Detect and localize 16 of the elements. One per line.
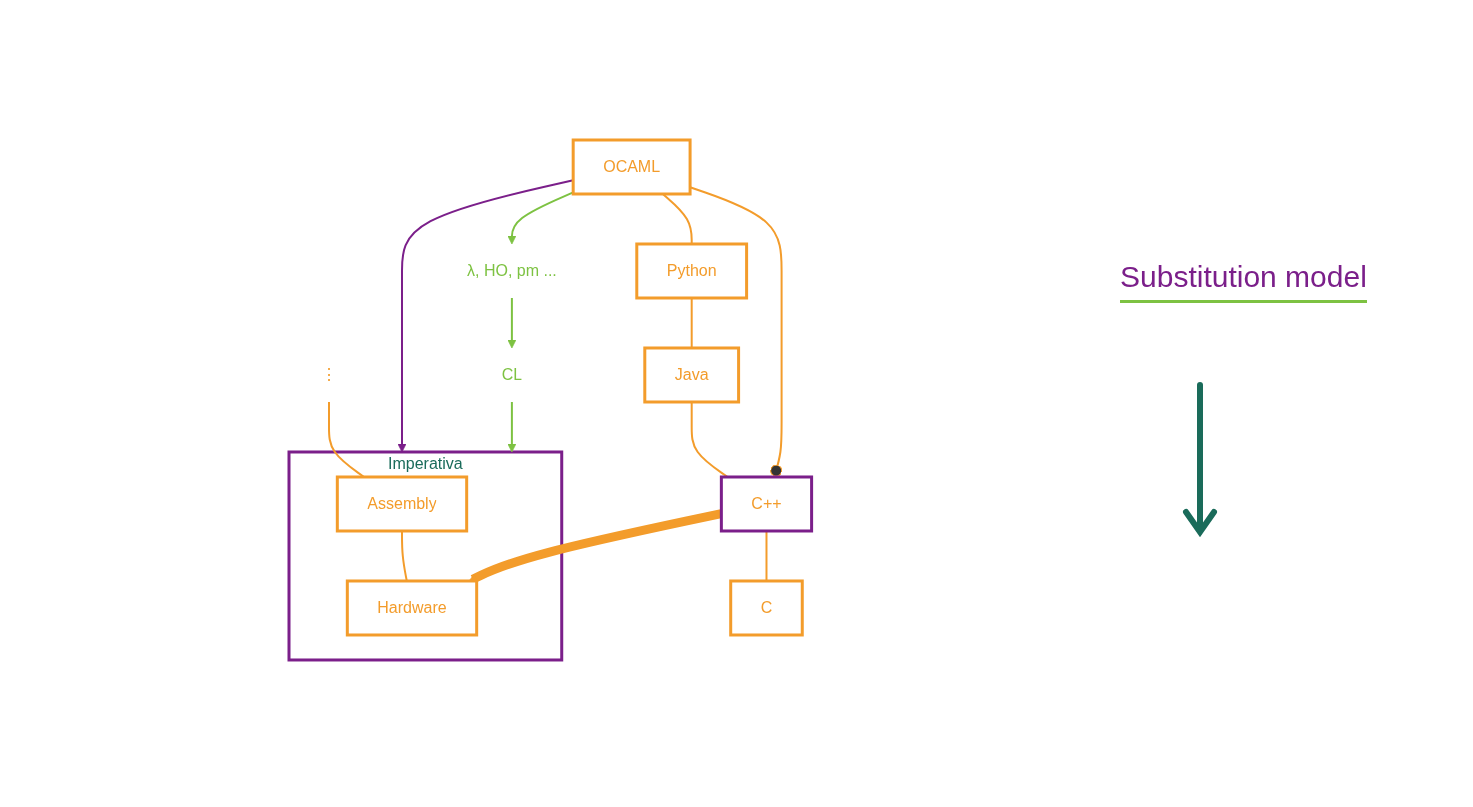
arrow (507, 401, 516, 453)
node-box: C (728, 579, 804, 637)
node-box: Hardware (345, 579, 478, 637)
node-box: Assembly (335, 475, 468, 533)
node-box: Java (643, 346, 740, 404)
arrow (507, 191, 574, 245)
node-text: ⋮ (320, 365, 337, 383)
node-box: Python (635, 242, 748, 300)
arrow (468, 509, 722, 584)
note-text: Substitution model (1120, 260, 1367, 303)
node-text: CL (501, 365, 522, 383)
arrow (507, 297, 516, 349)
arrow (397, 179, 574, 453)
node-text: λ, HO, pm ... (466, 262, 557, 279)
node-box: OCAML (571, 138, 692, 196)
node-box: C++ (719, 475, 813, 533)
